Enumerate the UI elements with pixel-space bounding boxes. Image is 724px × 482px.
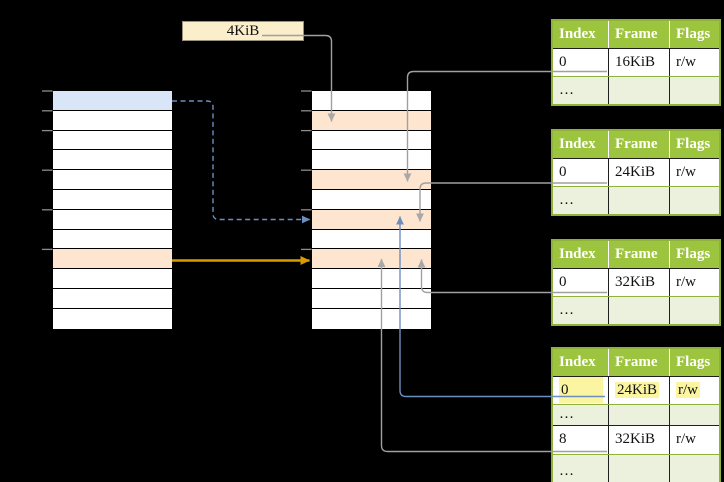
memory-row-white <box>53 288 172 309</box>
left-memory-column <box>52 90 173 330</box>
memory-row-white <box>312 308 431 329</box>
memory-row-white <box>312 189 431 210</box>
frame-table-row: … <box>553 75 719 105</box>
memory-row-orange <box>312 249 431 270</box>
frame-table-cell: r/w <box>669 268 719 296</box>
frame-table-cell: … <box>559 301 574 318</box>
memory-row-blue <box>53 91 172 111</box>
memory-row-white <box>53 209 172 230</box>
highlighted-cell-text: 24KiB <box>615 381 660 398</box>
frame-table-cell: 8 <box>559 431 567 448</box>
frame-table-cell: r/w <box>669 158 719 186</box>
column-header-index: Index <box>559 26 596 42</box>
frame-table-cell <box>608 296 669 325</box>
frame-table-cell: r/w <box>669 48 719 76</box>
frame-table-cell: … <box>559 405 574 422</box>
memory-row-white <box>312 229 431 250</box>
frame-table-cell: r/w <box>669 426 719 455</box>
frame-table-cell: 16KiB <box>608 48 669 76</box>
frame-table-cell: 24KiB <box>608 376 669 404</box>
column-header-flags: Flags <box>669 241 719 268</box>
frame-table-cell: 0 <box>559 53 567 70</box>
highlighted-cell-text: 0 <box>559 376 603 403</box>
memory-row-white <box>53 189 172 210</box>
memory-row-white <box>53 150 172 171</box>
column-header-index: Index <box>559 354 596 370</box>
frame-table-cell <box>608 76 669 105</box>
frame-table-cell: r/w <box>669 376 719 404</box>
memory-row-white <box>53 110 172 131</box>
frame-table-cell <box>669 296 719 325</box>
memory-row-orange <box>53 249 172 270</box>
column-header-frame: Frame <box>608 21 669 48</box>
memory-row-white <box>312 269 431 289</box>
column-header-index: Index <box>559 136 596 152</box>
frame-table-cell: … <box>559 81 574 98</box>
frame-table-cell <box>669 76 719 105</box>
frame-table-cell <box>608 186 669 215</box>
memory-row-orange <box>312 110 431 131</box>
frame-table-cell: 0 <box>559 163 567 180</box>
frame-table-row: … <box>553 185 719 215</box>
frame-table-cell <box>608 455 669 482</box>
memory-row-white <box>53 308 172 329</box>
frame-table-cell: 0 <box>553 376 608 404</box>
memory-row-orange <box>312 209 431 230</box>
memory-row-white <box>312 288 431 309</box>
frame-table-row: … <box>553 295 719 325</box>
memory-row-white <box>312 150 431 171</box>
column-header-frame: Frame <box>608 349 669 376</box>
column-header-frame: Frame <box>608 131 669 158</box>
frame-table-cell: 0 <box>559 273 567 290</box>
frame-table-row: … <box>553 403 719 426</box>
memory-row-white <box>53 229 172 250</box>
memory-row-white <box>53 269 172 289</box>
middle-memory-column <box>311 90 432 330</box>
frame-table-cell: 24KiB <box>608 158 669 186</box>
memory-row-white <box>53 170 172 190</box>
column-header-index: Index <box>559 246 596 262</box>
frame-size-label: 4KiB <box>226 23 260 39</box>
frame-table-cell: … <box>559 191 574 208</box>
column-header-flags: Flags <box>669 21 719 48</box>
frame-table-row: … <box>553 454 719 482</box>
frame-table-cell <box>669 404 719 426</box>
memory-row-orange <box>312 170 431 190</box>
highlighted-cell-text: r/w <box>676 381 700 398</box>
frame-table-cell <box>669 455 719 482</box>
frame-table-cell <box>608 404 669 426</box>
memory-row-white <box>312 130 431 151</box>
column-header-frame: Frame <box>608 241 669 268</box>
frame-table-cell: … <box>559 463 574 480</box>
memory-row-white <box>53 130 172 151</box>
dashed-blue-pointer-arrow <box>172 100 311 224</box>
frame-table-cell <box>669 186 719 215</box>
frame-table-row: 0 24KiB r/w <box>553 375 719 404</box>
frame-table-cell: 32KiB <box>608 426 669 455</box>
column-header-flags: Flags <box>669 131 719 158</box>
frame-table-cell: 32KiB <box>608 268 669 296</box>
frame-size-label-box: 4KiB <box>182 21 304 41</box>
column-header-flags: Flags <box>669 349 719 376</box>
memory-row-white <box>312 91 431 111</box>
